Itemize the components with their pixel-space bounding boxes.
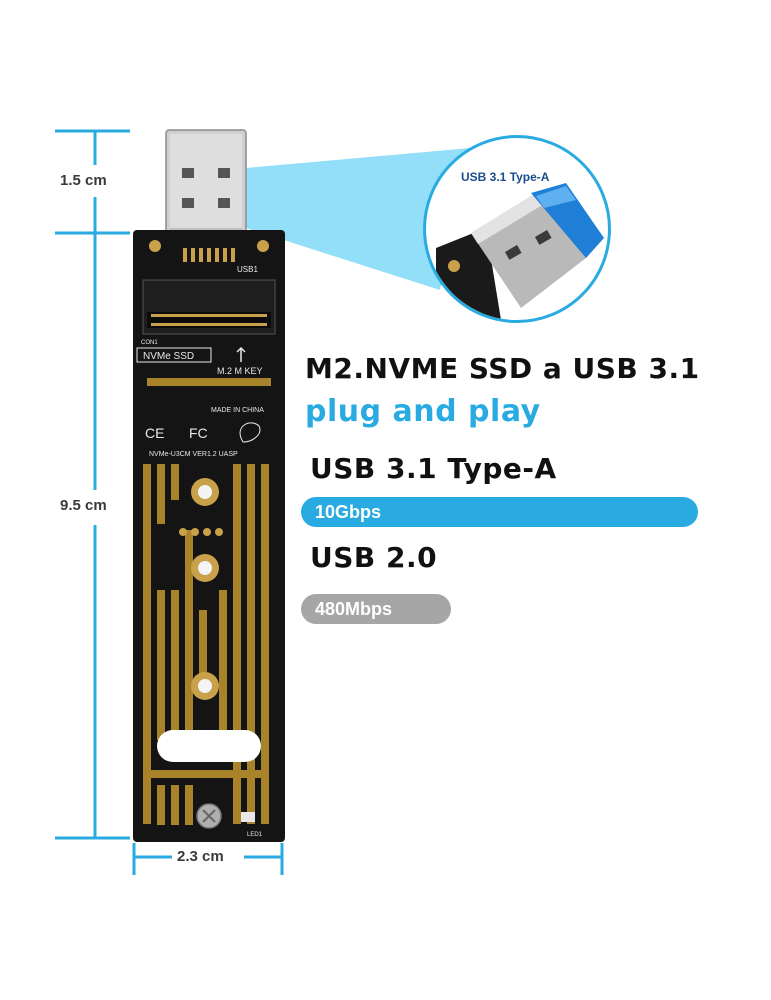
usb1-marking: USB1 (237, 265, 258, 274)
con1-marking: CON1 (141, 340, 158, 346)
spec-usb31-speed-badge: 10Gbps (301, 497, 698, 527)
callout-circle: USB 3.1 Type-A (423, 135, 611, 323)
callout-label: USB 3.1 Type-A (461, 170, 550, 184)
product-subtitle: plug and play (305, 394, 541, 429)
spec-usb31-speed: 10Gbps (315, 502, 382, 522)
made-in-china-marking: MADE IN CHINA (211, 407, 264, 414)
m-key-marking: M.2 M KEY (217, 366, 263, 376)
plug-length-label: 1.5 cm (60, 172, 107, 189)
spec-usb20-speed: 480Mbps (315, 599, 393, 619)
recycle-leaf-icon (239, 422, 261, 443)
board-length-label: 9.5 cm (60, 497, 107, 514)
spec-usb20-name: USB 2.0 (310, 541, 438, 574)
led1-marking: LED1 (247, 832, 263, 838)
product-title: M2.NVME SSD a USB 3.1 (305, 352, 700, 385)
ce-mark: CE (145, 425, 164, 441)
nvme-ssd-marking: NVMe SSD (143, 351, 194, 362)
pcb-board-image: USB1 CON1 NVMe SSD M.2 M KEY MADE IN CHI… (133, 230, 285, 842)
spec-usb20-speed-badge: 480Mbps (301, 594, 451, 624)
arrow-up-icon (236, 346, 246, 362)
board-width-label: 2.3 cm (177, 848, 224, 865)
fc-mark: FC (189, 425, 208, 441)
spec-usb31-name: USB 3.1 Type-A (310, 452, 557, 485)
model-marking: NVMe-U3CM VER1.2 UASP (149, 451, 238, 458)
usb-plug-closeup-image (436, 183, 604, 320)
